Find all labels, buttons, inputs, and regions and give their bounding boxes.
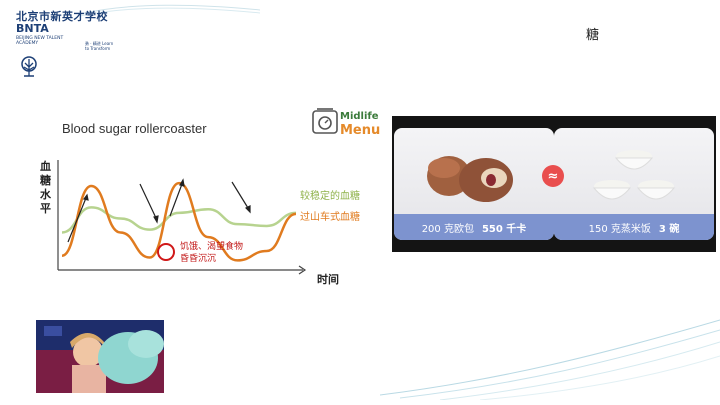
trend-arrow-down-1: [139, 183, 157, 219]
trend-arrow-up-2: [169, 183, 183, 217]
school-name-en: BEIJING NEW TALENT ACADEMY: [16, 36, 64, 46]
chart-annotation: 饥饿、渴望食物 昏昏沉沉: [180, 242, 244, 264]
bread-card: 200 克欧包 550 千卡: [394, 128, 554, 240]
rice-bowl-right: [636, 180, 676, 200]
series-line-stable: [61, 206, 297, 234]
girl-cotton-candy-photo: [36, 320, 164, 393]
rice-bowls-image: [592, 150, 676, 200]
approximately-equal-icon: ≈: [542, 165, 564, 187]
school-motto: 勇 · 精进 Learn to Transform: [85, 41, 114, 51]
annotation-circle: [157, 243, 175, 261]
decorative-wave-top: [80, 4, 260, 17]
page-keyword: 糖: [586, 28, 600, 43]
trend-arrow-down-2: [231, 181, 249, 209]
svg-text:Midlife: Midlife: [340, 111, 379, 122]
midlife-menu-logo: Midlife Menu: [312, 108, 380, 138]
blood-sugar-chart: [57, 160, 307, 275]
legend-stable-blood-sugar: 较稳定的血糖: [300, 191, 360, 202]
rice-bowl-top: [614, 150, 654, 170]
rice-bowl-left: [592, 180, 632, 200]
bread-image: [427, 156, 513, 202]
bread-caption: 200 克欧包 550 千卡: [394, 214, 554, 240]
legend-rollercoaster-blood-sugar: 过山车式血糖: [300, 212, 360, 223]
decorative-wave-bottom: [380, 319, 720, 400]
school-abbr: BNTA: [16, 22, 49, 35]
x-axis-label: 时间: [317, 273, 339, 286]
trend-arrow-up-1: [67, 197, 87, 243]
x-axis-arrow: [298, 265, 307, 275]
rice-caption: 150 克蒸米饭 3 碗: [554, 214, 714, 240]
series-line-rollercoaster: [61, 181, 297, 262]
school-name-cn: 北京市新英才学校: [16, 10, 108, 23]
rice-card: 150 克蒸米饭 3 碗: [554, 128, 714, 240]
food-comparison-panel: 200 克欧包 550 千卡 ≈ 150 克蒸米饭 3 碗: [392, 116, 716, 252]
y-axis-label: 血 糖 水 平: [40, 160, 51, 215]
tree-logo-icon: [21, 56, 37, 77]
chart-title: Blood sugar rollercoaster: [62, 121, 207, 136]
svg-text:Menu: Menu: [340, 123, 380, 138]
